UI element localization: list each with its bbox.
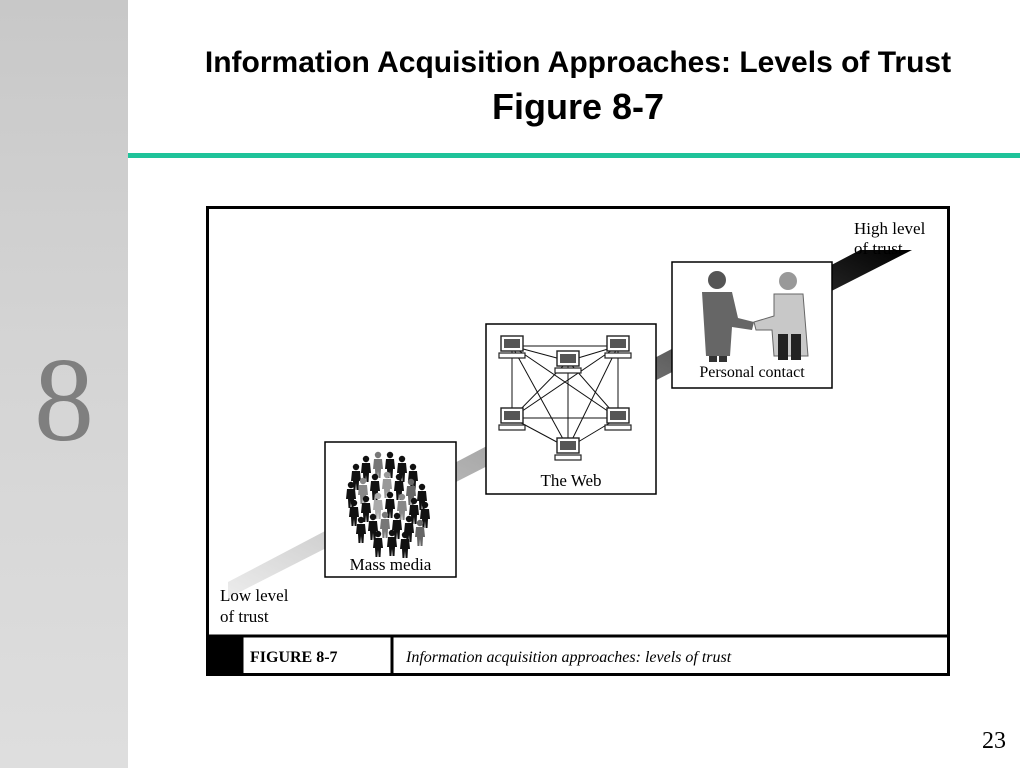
- figure-caption: FIGURE 8-7 Information acquisition appro…: [207, 634, 949, 675]
- computer-icon: [604, 407, 632, 431]
- web-box: The Web: [485, 323, 657, 495]
- accent-divider: [128, 153, 1020, 158]
- computer-icon: [498, 335, 526, 359]
- chapter-number: 8: [34, 333, 94, 466]
- trust-figure: High level of trust Low level of trust: [206, 206, 950, 676]
- sidebar: 8: [0, 0, 128, 768]
- computer-icon: [554, 437, 582, 461]
- page-number: 23: [982, 728, 1006, 754]
- high-trust-label-line1: High level: [854, 219, 926, 238]
- computer-icon: [498, 407, 526, 431]
- computer-icon: [554, 350, 582, 374]
- web-label: The Web: [540, 471, 601, 490]
- high-trust-label-line2: of trust: [854, 239, 903, 258]
- handshake-icon: [702, 271, 809, 362]
- mass-media-label: Mass media: [350, 555, 432, 574]
- slide-subtitle: Figure 8-7: [491, 86, 665, 127]
- computer-icon: [604, 335, 632, 359]
- low-trust-label-line1: Low level: [220, 586, 289, 605]
- personal-contact-box: Personal contact: [671, 261, 833, 389]
- slide-title: Information Acquisition Approaches: Leve…: [204, 46, 952, 79]
- network-icon: [498, 335, 632, 461]
- low-trust-label-line2: of trust: [220, 607, 269, 626]
- caption-label: FIGURE 8-7: [250, 649, 338, 666]
- trust-diagram: High level of trust Low level of trust: [206, 206, 950, 676]
- personal-contact-label: Personal contact: [699, 364, 805, 381]
- mass-media-box: Mass media: [324, 441, 457, 578]
- caption-text: Information acquisition approaches: leve…: [405, 649, 732, 666]
